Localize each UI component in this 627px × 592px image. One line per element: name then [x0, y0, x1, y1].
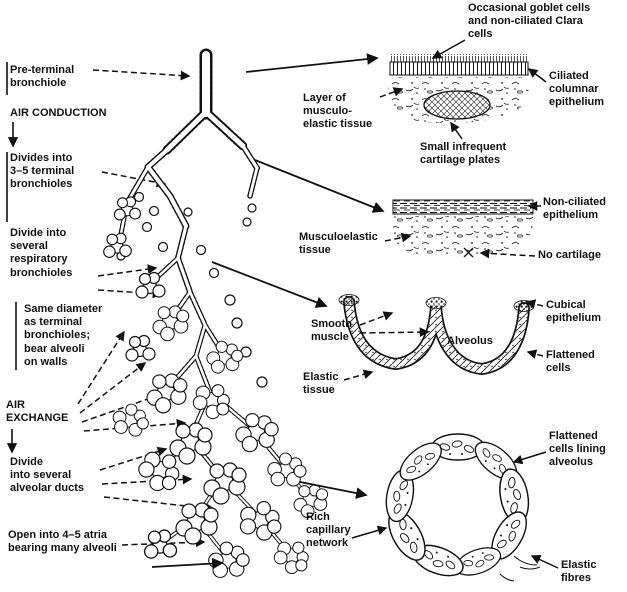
label-divide-respiratory-bronchioles: Divide into several respiratory bronchio…	[10, 227, 73, 279]
label-elastic-tissue: Elastic tissue	[303, 371, 339, 397]
inset-alveolus-section	[338, 294, 544, 381]
label-elastic-fibres: Elastic fibres	[561, 559, 597, 585]
connector-arrows	[151, 53, 385, 570]
alveolar-clusters	[103, 196, 329, 587]
label-flattened-cells: Flattened cells	[546, 349, 595, 375]
cubical-epithelium-cap	[338, 294, 360, 306]
no-cartilage-x-mark	[463, 247, 474, 258]
label-goblet-clara-cells: Occasional goblet cells and non-ciliated…	[468, 2, 591, 41]
label-no-cartilage: No cartilage	[538, 249, 601, 261]
label-air-conduction: AIR CONDUCTION	[10, 107, 107, 119]
label-divide-alveolar-ducts: Divide into several alveolar ducts	[10, 456, 84, 495]
label-air-exchange: AIR EXCHANGE	[6, 399, 69, 425]
label-rich-capillary-network: Rich capillary network	[306, 511, 351, 550]
label-smooth-muscle: Smooth muscle	[311, 318, 352, 344]
label-divides-terminal-bronchioles: Divides into 3–5 terminal bronchioles	[10, 152, 75, 191]
label-ciliated-columnar-epithelium: Ciliated columnar epithelium	[549, 70, 605, 109]
label-cubical-epithelium: Cubical epithelium	[546, 299, 602, 325]
elastic-fibres-strands	[499, 555, 541, 582]
label-musculoelastic-tissue: Musculoelastic tissue	[299, 231, 378, 257]
label-non-ciliated-epithelium: Non-ciliated epithelium	[543, 196, 606, 222]
bronchial-tree	[116, 48, 310, 558]
label-same-diameter: Same diameter as terminal bronchioles; b…	[24, 303, 103, 368]
flow-structure-lines	[6, 62, 19, 454]
inset-preterminal-histology	[379, 39, 547, 140]
label-pre-terminal-bronchiole: Pre-terminal bronchiole	[10, 64, 75, 90]
label-alveolus: Alveolus	[447, 335, 493, 347]
inset-terminal-histology	[384, 199, 541, 259]
label-open-into-atria: Open into 4–5 atria bearing many alveoli	[8, 529, 117, 555]
inset-capillary-ring	[351, 433, 559, 583]
label-cartilage-plates: Small infrequent cartilage plates	[420, 141, 507, 167]
label-musculo-elastic-layer: Layer of musculo- elastic tissue	[303, 92, 373, 131]
label-flattened-cells-lining: Flattened cells lining alveolus	[549, 430, 606, 469]
cubical-epithelium-cap	[425, 297, 447, 309]
cubical-epithelium-cap	[513, 300, 535, 312]
